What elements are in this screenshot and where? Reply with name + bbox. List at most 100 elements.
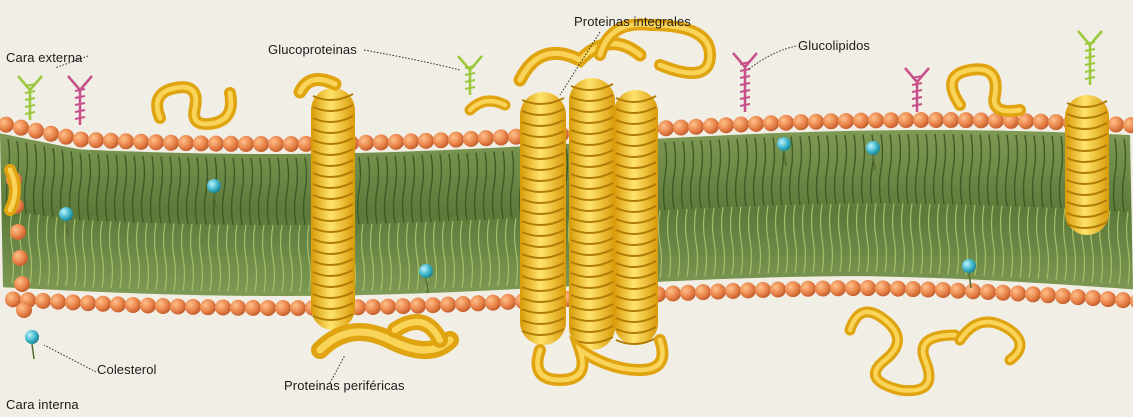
phospholipid-head-outer	[1048, 114, 1064, 130]
phospholipid-head-outer	[373, 134, 389, 150]
label-proteinas-integrales: Proteinas integrales	[574, 14, 691, 29]
phospholipid-head-outer	[913, 112, 929, 128]
phospholipid-head-inner	[770, 281, 786, 297]
phospholipid-head-outer	[898, 112, 914, 128]
phospholipid-head-inner	[200, 299, 216, 315]
phospholipid-head-outer	[148, 134, 164, 150]
phospholipid-head-outer	[73, 131, 89, 147]
phospholipid-head-inner	[1070, 289, 1086, 305]
phospholipid-head-outer	[943, 112, 959, 128]
label-proteinas-perifericas: Proteinas periféricas	[284, 378, 405, 393]
phospholipid-head-outer	[28, 123, 44, 139]
phospholipid-head-outer	[103, 133, 119, 149]
phospholipid-head-inner	[215, 299, 231, 315]
integral-protein-left	[311, 88, 355, 330]
phospholipid-head-inner	[710, 284, 726, 300]
integral-protein-helix-2	[569, 78, 615, 350]
phospholipid-head-inner	[905, 281, 921, 297]
phospholipid-head-inner	[860, 280, 876, 296]
phospholipid-head-inner	[260, 300, 276, 316]
phospholipid-head-inner	[230, 300, 246, 316]
phospholipid-head-outer	[703, 118, 719, 134]
label-cara-interna: Cara interna	[6, 397, 79, 412]
phospholipid-head-outer	[478, 130, 494, 146]
phospholipid-head-inner	[665, 285, 681, 301]
phospholipid-head-outer	[1033, 114, 1049, 130]
phospholipid-head-inner	[875, 280, 891, 296]
phospholipid-head-inner	[80, 295, 96, 311]
cholesterol-molecule-icon	[59, 207, 73, 221]
phospholipid-head-inner	[815, 280, 831, 296]
label-glucolipidos: Glucolipidos	[798, 38, 870, 53]
phospholipid-head-outer	[838, 113, 854, 129]
phospholipid-head-outer	[418, 133, 434, 149]
phospholipid-head-inner	[890, 281, 906, 297]
phospholipid-head-inner	[35, 293, 51, 309]
phospholipid-head-inner	[950, 283, 966, 299]
phospholipid-head-inner	[680, 285, 696, 301]
phospholipid-head-inner	[50, 294, 66, 310]
phospholipid-head-outer	[823, 113, 839, 129]
phospholipid-head-inner	[965, 283, 981, 299]
phospholipid-head-outer	[118, 133, 134, 149]
phospholipid-head-inner	[695, 284, 711, 300]
phospholipid-head-edge	[10, 224, 26, 240]
phospholipid-head-inner	[125, 297, 141, 313]
phospholipid-head-outer	[763, 115, 779, 131]
phospholipid-head-inner	[920, 282, 936, 298]
phospholipid-head-outer	[223, 136, 239, 152]
phospholipid-head-inner	[785, 281, 801, 297]
phospholipid-head-outer	[673, 119, 689, 135]
phospholipid-head-outer	[43, 126, 59, 142]
phospholipid-head-outer	[388, 134, 404, 150]
phospholipid-head-outer	[853, 113, 869, 129]
phospholipid-head-inner	[155, 298, 171, 314]
phospholipid-head-outer	[658, 120, 674, 136]
cholesterol-molecule-icon	[777, 137, 791, 151]
phospholipid-head-inner	[755, 282, 771, 298]
phospholipid-head-inner	[65, 294, 81, 310]
phospholipid-head-inner	[110, 296, 126, 312]
phospholipid-head-inner	[455, 296, 471, 312]
phospholipid-head-inner	[740, 282, 756, 298]
phospholipid-head-outer	[193, 135, 209, 151]
phospholipid-head-outer	[793, 114, 809, 130]
phospholipid-head-inner	[410, 298, 426, 314]
phospholipid-head-inner	[290, 300, 306, 316]
phospholipid-head-outer	[718, 117, 734, 133]
integral-protein-helix-1	[520, 92, 566, 345]
phospholipid-head-outer	[778, 115, 794, 131]
phospholipid-head-outer	[463, 131, 479, 147]
label-colesterol: Colesterol	[97, 362, 157, 377]
phospholipid-head-inner	[365, 299, 381, 315]
phospholipid-head-inner	[1025, 286, 1041, 302]
phospholipid-head-inner	[440, 297, 456, 313]
phospholipid-head-inner	[1040, 287, 1056, 303]
phospholipid-head-inner	[830, 280, 846, 296]
phospholipid-head-outer	[1108, 116, 1124, 132]
cholesterol-molecule-icon	[962, 259, 976, 273]
phospholipid-head-outer	[358, 135, 374, 151]
phospholipid-head-inner	[140, 297, 156, 313]
phospholipid-head-inner	[935, 282, 951, 298]
phospholipid-head-outer	[808, 114, 824, 130]
phospholipid-head-outer	[88, 132, 104, 148]
phospholipid-head-outer	[253, 136, 269, 152]
cholesterol-molecule-icon	[25, 330, 39, 344]
phospholipid-head-outer	[178, 135, 194, 151]
integral-protein-helix-3	[614, 90, 658, 345]
phospholipid-head-outer	[13, 120, 29, 136]
phospholipid-head-outer	[268, 136, 284, 152]
phospholipid-head-inner	[995, 285, 1011, 301]
phospholipid-head-outer	[733, 117, 749, 133]
phospholipid-head-outer	[58, 129, 74, 145]
phospholipid-head-inner	[170, 298, 186, 314]
phospholipid-head-inner	[425, 297, 441, 313]
phospholipid-head-outer	[133, 134, 149, 150]
phospholipid-head-outer	[208, 136, 224, 152]
cholesterol-molecule-icon	[866, 141, 880, 155]
phospholipid-head-inner	[845, 280, 861, 296]
phospholipid-head-inner	[725, 283, 741, 299]
phospholipid-head-inner	[1115, 292, 1131, 308]
